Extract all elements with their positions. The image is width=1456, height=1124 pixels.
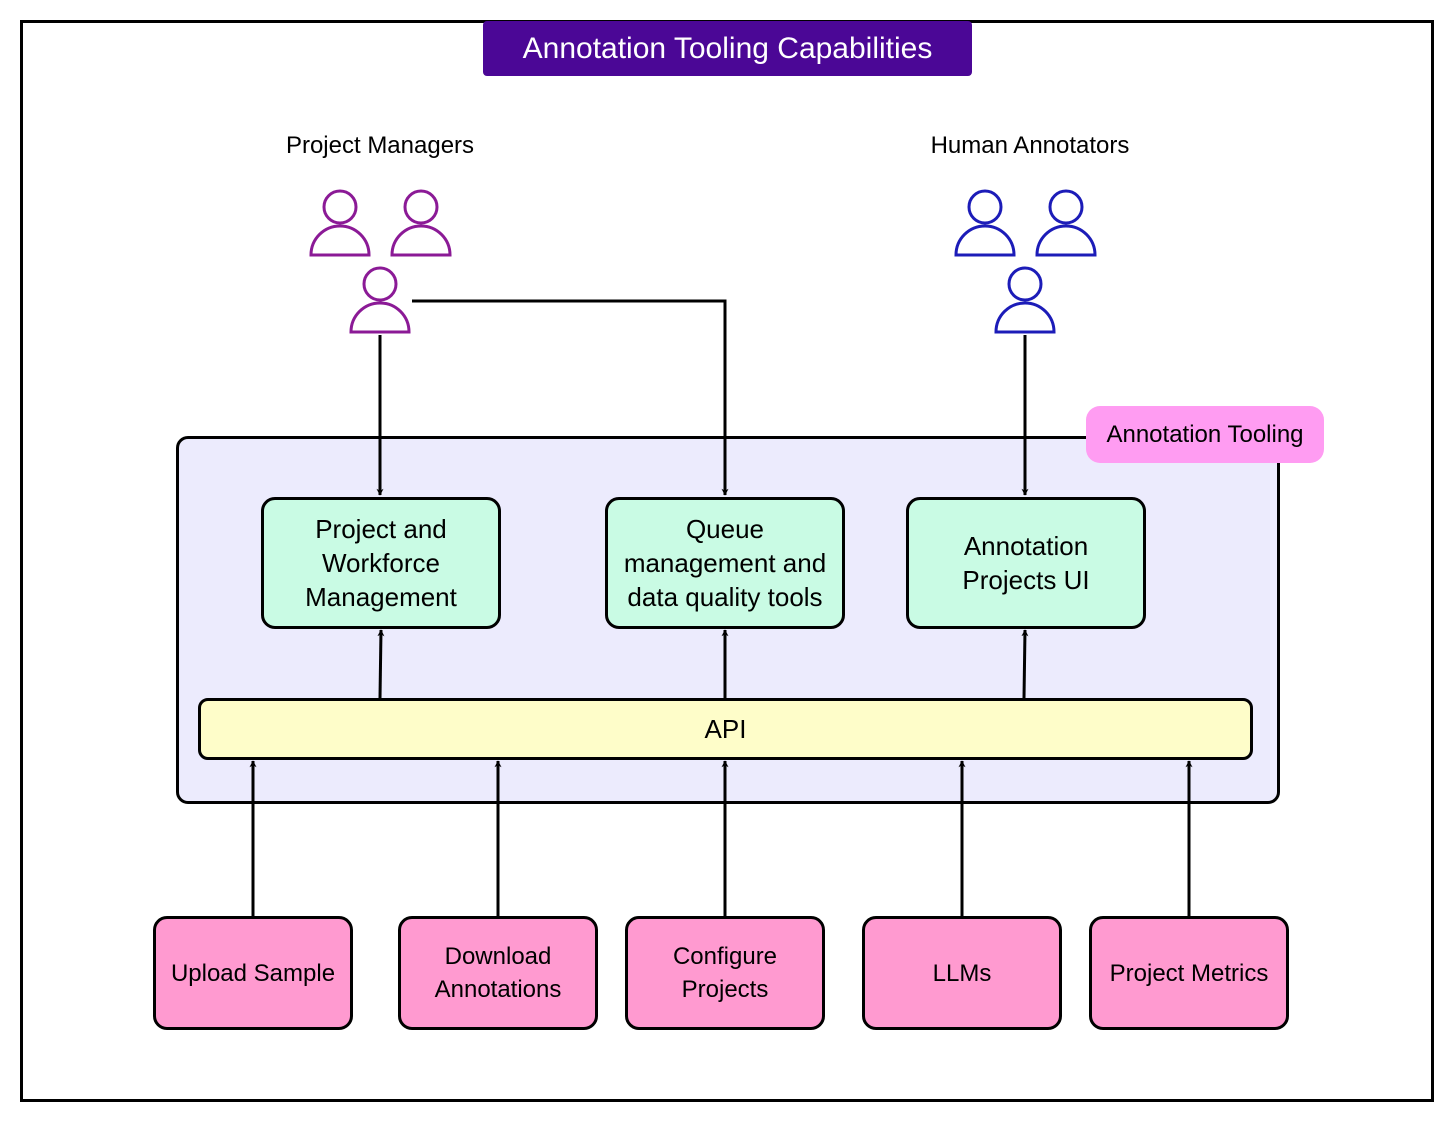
- person-icon: [309, 189, 371, 257]
- project-metrics-box: Project Metrics: [1089, 916, 1289, 1030]
- module-line: data quality tools: [627, 582, 823, 612]
- module-line: Queue: [685, 514, 765, 544]
- connectors: [249, 299, 1193, 916]
- person-icon: [390, 189, 452, 257]
- api-to-workforce-arrow: [377, 629, 385, 699]
- human-annotators-icons: [954, 189, 1097, 334]
- managers-to-queue-arrow: [412, 299, 729, 496]
- module-line: Annotation: [963, 531, 1089, 561]
- download-annotations-box: Download Annotations: [398, 916, 598, 1030]
- annotation-projects-ui-box: Annotation Projects UI: [906, 497, 1146, 629]
- diagram-title: Annotation Tooling Capabilities: [483, 21, 972, 76]
- source-line: Download: [444, 943, 552, 970]
- person-icon: [349, 266, 411, 334]
- source-line: Annotations: [434, 976, 562, 1003]
- human-annotators-label: Human Annotators: [930, 132, 1130, 159]
- upload-sample-box: Upload Sample: [153, 916, 353, 1030]
- person-icon: [1035, 189, 1097, 257]
- person-icon: [994, 266, 1056, 334]
- source-line: LLMs: [932, 959, 992, 987]
- project-managers-label: Project Managers: [285, 132, 475, 159]
- project-managers-icons: [309, 189, 452, 334]
- module-line: Management: [305, 582, 457, 612]
- source-line: Project Metrics: [1109, 959, 1269, 987]
- module-line: Project and: [315, 514, 447, 544]
- api-to-ui-arrow: [1021, 629, 1029, 699]
- configure-projects-box: Configure Projects: [625, 916, 825, 1030]
- source-line: Configure: [672, 943, 778, 970]
- llms-box: LLMs: [862, 916, 1062, 1030]
- source-line: Projects: [681, 976, 769, 1003]
- module-line: Projects UI: [962, 565, 1090, 595]
- module-line: Workforce: [321, 548, 440, 578]
- annotation-tooling-tag: Annotation Tooling: [1086, 406, 1324, 463]
- module-line: management and: [623, 548, 827, 578]
- person-icon: [954, 189, 1016, 257]
- project-workforce-management-box: Project and Workforce Management: [261, 497, 501, 629]
- api-bar: API: [198, 698, 1253, 760]
- source-line: Upload Sample: [170, 959, 336, 987]
- queue-management-box: Queue management and data quality tools: [605, 497, 845, 629]
